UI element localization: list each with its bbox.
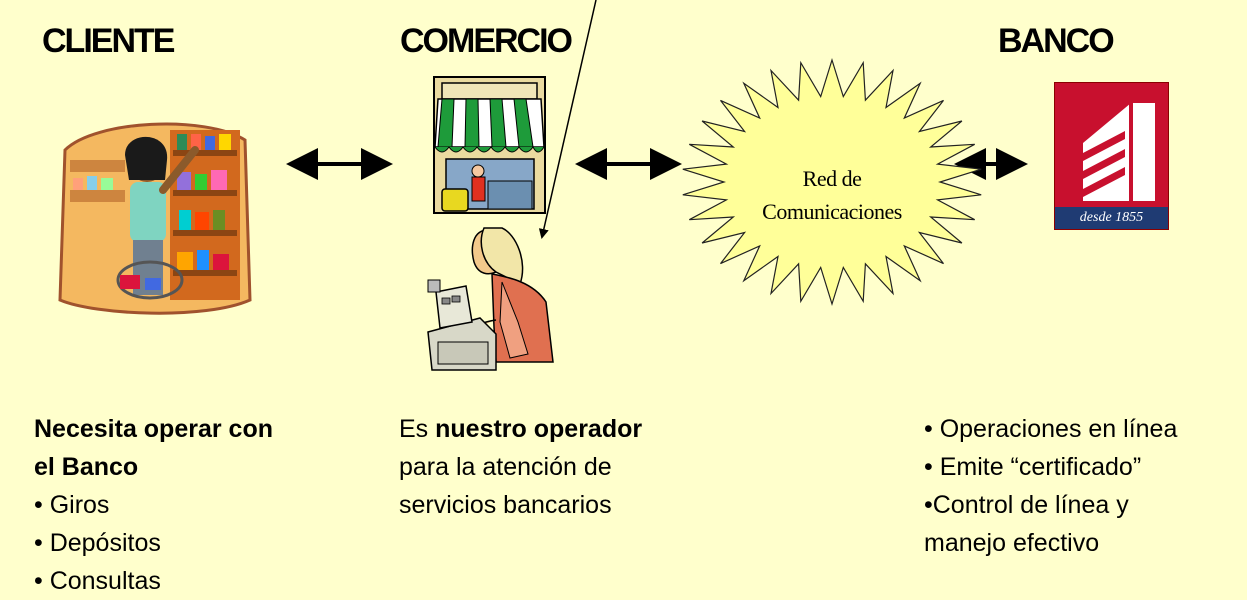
comercio-desc-line1: Es nuestro operador: [399, 410, 642, 448]
comercio-desc-emphasis: nuestro operador: [435, 415, 643, 443]
banco-item-manejo: manejo efectivo: [924, 529, 1100, 557]
cliente-description: Necesita operar con el Banco • Giros • D…: [34, 410, 273, 600]
cashier-illustration: [427, 227, 554, 371]
cliente-item-consultas: • Consultas: [34, 567, 161, 595]
bank-building-icon: [1055, 103, 1168, 229]
cliente-heading: CLIENTE: [42, 22, 175, 60]
cliente-desc-heading-2: el Banco: [34, 453, 139, 481]
banco-description: • Operaciones en línea • Emite “certific…: [924, 410, 1177, 562]
client-shopping-illustration: [58, 122, 252, 315]
banco-heading: BANCO: [998, 22, 1115, 60]
cliente-desc-heading-1: Necesita operar con: [34, 415, 273, 443]
bank-logo: desde 1855: [1054, 82, 1169, 230]
comercio-desc-line2: para la atención de: [399, 453, 612, 481]
comercio-description: Es nuestro operador para la atención de …: [399, 410, 642, 524]
network-label-line1: Red de: [802, 166, 862, 191]
banco-item-certificado: • Emite “certificado”: [924, 453, 1142, 481]
cliente-item-depositos: • Depósitos: [34, 529, 161, 557]
network-label: Red de Comunicaciones: [712, 162, 952, 228]
network-label-line2: Comunicaciones: [762, 199, 902, 224]
network-starburst: [682, 57, 982, 307]
connectors: [286, 0, 1028, 239]
pointer-line: [538, 0, 597, 239]
bank-logo-caption: desde 1855: [1079, 210, 1144, 225]
cliente-item-giros: • Giros: [34, 491, 110, 519]
slide: CLIENTE COMERCIO BANCO: [0, 0, 1247, 600]
comercio-heading: COMERCIO: [400, 22, 573, 60]
banco-item-control: •Control de línea y: [924, 491, 1129, 519]
comercio-desc-line3: servicios bancarios: [399, 491, 612, 519]
comercio-desc-prefix: Es: [399, 415, 436, 443]
banco-item-operaciones: • Operaciones en línea: [924, 415, 1178, 443]
storefront-illustration: [433, 76, 546, 214]
